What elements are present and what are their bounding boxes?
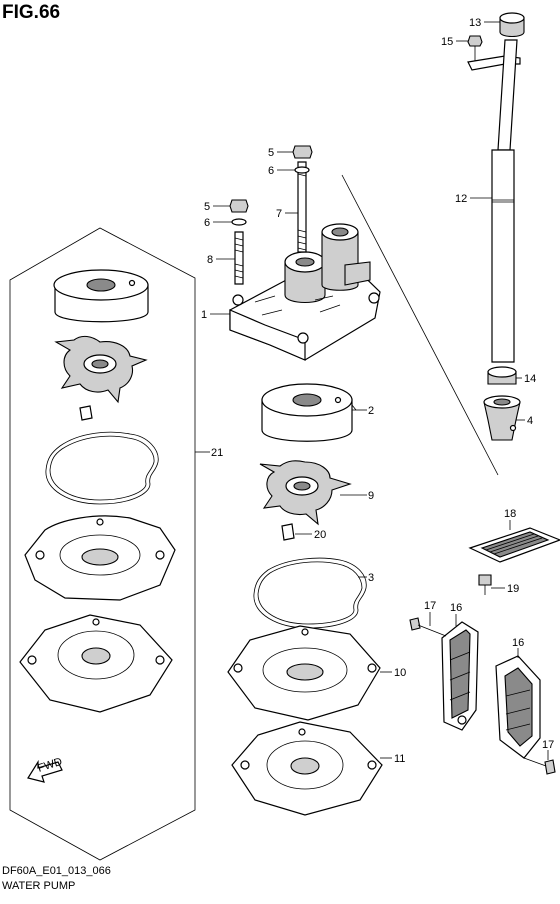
impeller-liner	[261, 383, 357, 442]
callout-20: 20	[314, 529, 326, 541]
callout-8: 8	[207, 254, 213, 266]
wear-plate-11	[231, 721, 383, 816]
callout-5-lower: 5	[204, 201, 210, 213]
callout-17-right: 17	[542, 739, 554, 751]
washer-6-upper	[294, 166, 310, 174]
kit-frame-outline	[9, 227, 196, 861]
bolt-19	[478, 574, 492, 595]
stud-bolt-8	[234, 231, 244, 285]
kit-gasket-loop	[45, 431, 159, 505]
callout-9: 9	[368, 490, 374, 502]
fwd-arrow-icon: FWD	[27, 756, 64, 783]
callout-10: 10	[394, 667, 406, 679]
callout-1: 1	[201, 309, 207, 321]
water-screen-18	[468, 527, 560, 563]
water-screen-16-left	[441, 621, 479, 731]
callout-21: 21	[211, 447, 223, 459]
callout-3: 3	[368, 572, 374, 584]
figure-caption: WATER PUMP	[2, 880, 76, 892]
nut-5-lower	[229, 199, 249, 213]
callout-17-left: 17	[424, 600, 436, 612]
bolt-15	[467, 35, 483, 62]
water-screen-16-right	[495, 655, 541, 759]
callout-19: 19	[507, 583, 519, 595]
callout-6-upper: 6	[268, 165, 274, 177]
callout-16-right: 16	[512, 637, 524, 649]
callout-4: 4	[527, 415, 533, 427]
kit-liner-cylinder	[53, 269, 149, 323]
gasket-3	[253, 557, 367, 629]
callout-15: 15	[441, 36, 453, 48]
callout-13: 13	[469, 17, 481, 29]
screw-17-right	[523, 757, 556, 775]
callout-6-lower: 6	[204, 217, 210, 229]
screw-17-left	[409, 617, 447, 637]
kit-wear-plate	[19, 614, 173, 713]
callout-5-upper: 5	[268, 147, 274, 159]
callout-16-left: 16	[450, 602, 462, 614]
pump-case	[229, 223, 381, 361]
grommet-13	[499, 12, 525, 38]
grommet-14	[487, 366, 517, 385]
kit-plate-gasket	[24, 515, 176, 601]
callout-2: 2	[368, 405, 374, 417]
callout-12: 12	[455, 193, 467, 205]
assembly-line	[341, 174, 499, 476]
gasket-plate-10	[227, 625, 381, 721]
drawing-code: DF60A_E01_013_066	[2, 865, 111, 877]
callout-18: 18	[504, 508, 516, 520]
stud-bolt-7	[297, 161, 307, 253]
water-tube-12	[491, 39, 518, 363]
kit-impeller	[54, 335, 148, 404]
callout-14: 14	[524, 373, 536, 385]
impeller	[259, 460, 352, 526]
callout-7: 7	[276, 208, 282, 220]
impeller-key	[281, 523, 295, 541]
kit-key	[79, 405, 93, 421]
nut-5-upper	[292, 145, 313, 159]
washer-6-lower	[231, 218, 247, 226]
figure-title: FIG.66	[2, 2, 61, 23]
tube-seal-4	[483, 395, 521, 441]
callout-11: 11	[394, 753, 405, 765]
